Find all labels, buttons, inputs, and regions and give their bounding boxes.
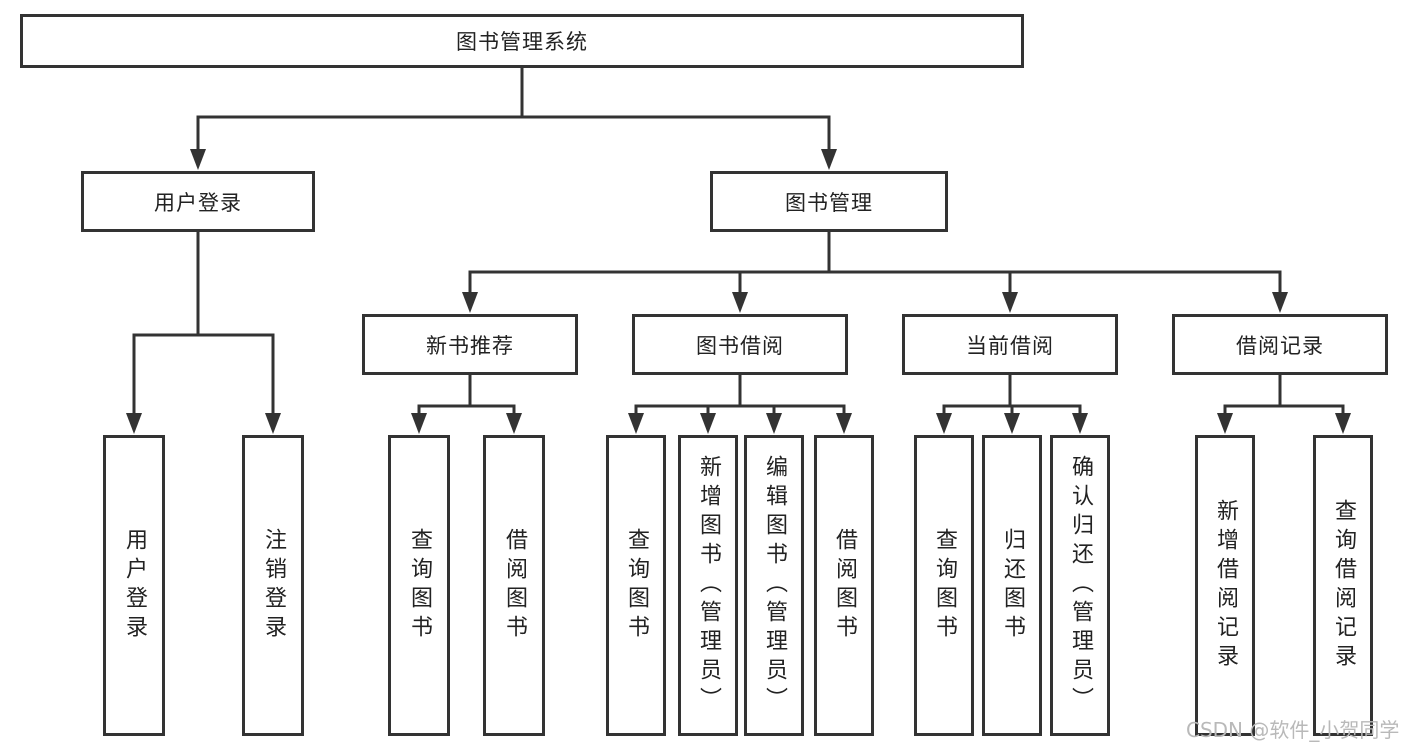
leaf-user-login: 用户登录 (103, 435, 165, 736)
leaf-confirm-return-admin-label: 确认归还（管理员） (1068, 455, 1093, 716)
connector-current-borrow-to-leaves (942, 375, 1082, 415)
leaf-user-login-label: 用户登录 (122, 527, 147, 644)
connector-book-borrow-to-leaves (634, 375, 846, 415)
leaf-query-books-3: 查询图书 (914, 435, 974, 736)
arrowheads-user-login-leaves (126, 413, 281, 434)
node-user-login-label: 用户登录 (154, 190, 242, 215)
leaf-query-books-2-label: 查询图书 (624, 527, 649, 644)
leaf-logout-label: 注销登录 (261, 527, 286, 644)
leaf-borrow-books-2-label: 借阅图书 (832, 527, 857, 644)
leaf-query-books-1-label: 查询图书 (407, 527, 432, 644)
arrowheads-level2 (190, 149, 837, 170)
leaf-query-books-3-label: 查询图书 (932, 527, 957, 644)
connector-book-management-to-level3 (468, 232, 1282, 294)
node-root-label: 图书管理系统 (456, 30, 588, 54)
leaf-borrow-books-1: 借阅图书 (483, 435, 545, 736)
leaf-confirm-return-admin: 确认归还（管理员） (1050, 435, 1110, 736)
arrowheads-new-book-recommend (411, 413, 522, 434)
leaf-query-books-2: 查询图书 (606, 435, 666, 736)
node-new-book-recommend-label: 新书推荐 (426, 333, 514, 358)
arrowheads-borrow-records (1217, 413, 1351, 434)
connector-root-to-level2 (196, 68, 831, 151)
csdn-watermark: CSDN @软件_小贺同学 (1186, 718, 1400, 742)
arrowheads-current-borrow (936, 413, 1088, 434)
connector-user-login-to-leaves (132, 232, 275, 415)
node-book-borrow-label: 图书借阅 (696, 333, 784, 358)
node-user-login: 用户登录 (81, 171, 315, 232)
leaf-add-book-admin-label: 新增图书（管理员） (696, 455, 721, 716)
node-new-book-recommend: 新书推荐 (362, 314, 578, 375)
node-current-borrow-label: 当前借阅 (966, 333, 1054, 358)
node-book-management-label: 图书管理 (785, 190, 873, 215)
leaf-query-books-1: 查询图书 (388, 435, 450, 736)
node-current-borrow: 当前借阅 (902, 314, 1118, 375)
node-book-management: 图书管理 (710, 171, 948, 232)
node-root-system: 图书管理系统 (20, 14, 1024, 68)
arrowheads-level3 (462, 292, 1288, 313)
leaf-add-borrow-record-label: 新增借阅记录 (1213, 498, 1238, 673)
leaf-query-borrow-record: 查询借阅记录 (1313, 435, 1373, 736)
leaf-edit-book-admin-label: 编辑图书（管理员） (762, 455, 787, 716)
leaf-add-borrow-record: 新增借阅记录 (1195, 435, 1255, 736)
node-borrow-records-label: 借阅记录 (1236, 333, 1324, 358)
leaf-edit-book-admin: 编辑图书（管理员） (744, 435, 804, 736)
node-borrow-records: 借阅记录 (1172, 314, 1388, 375)
leaf-borrow-books-1-label: 借阅图书 (502, 527, 527, 644)
connector-borrow-records-to-leaves (1223, 375, 1345, 415)
leaf-query-borrow-record-label: 查询借阅记录 (1331, 498, 1356, 673)
leaf-logout: 注销登录 (242, 435, 304, 736)
arrowheads-book-borrow (628, 413, 852, 434)
node-book-borrow: 图书借阅 (632, 314, 848, 375)
connector-new-book-recommend-to-leaves (417, 375, 516, 415)
leaf-return-books-label: 归还图书 (1000, 527, 1025, 644)
leaf-borrow-books-2: 借阅图书 (814, 435, 874, 736)
leaf-return-books: 归还图书 (982, 435, 1042, 736)
leaf-add-book-admin: 新增图书（管理员） (678, 435, 738, 736)
